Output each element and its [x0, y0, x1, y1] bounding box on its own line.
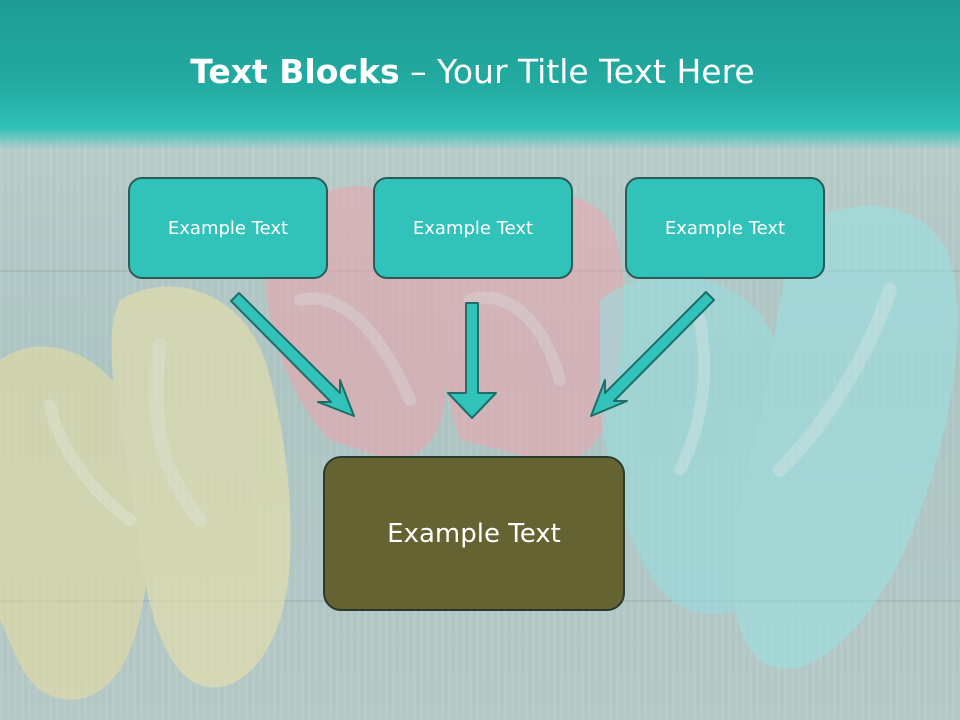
header-band [0, 0, 960, 150]
text-block-3[interactable]: Example Text [625, 177, 825, 279]
title-bold: Text Blocks [190, 52, 400, 91]
target-text-block-label: Example Text [387, 518, 561, 549]
text-block-2-label: Example Text [412, 217, 534, 239]
target-text-block[interactable]: Example Text [323, 456, 625, 611]
slide-title: Text Blocks – Your Title Text Here [0, 52, 945, 91]
arrow-left [230, 292, 355, 417]
text-block-2[interactable]: Example Text [373, 177, 573, 279]
arrow-right [590, 291, 715, 417]
title-separator: – [399, 52, 438, 91]
arrow-middle [447, 302, 497, 419]
text-block-1[interactable]: Example Text [128, 177, 328, 279]
text-block-1-label: Example Text [167, 217, 289, 239]
text-block-3-label: Example Text [664, 217, 786, 239]
title-rest: Your Title Text Here [437, 52, 755, 91]
